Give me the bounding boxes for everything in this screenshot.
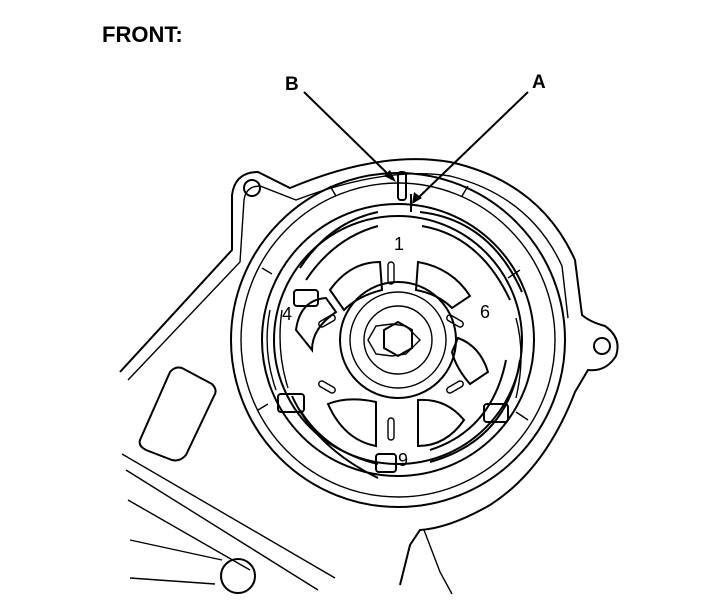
mark-1-label: 1 (394, 234, 404, 254)
spoke-window (414, 260, 472, 310)
spoke-window (417, 398, 466, 448)
callout-b-arrowhead (384, 170, 396, 182)
callout-a-label: A (532, 72, 546, 93)
center-bolt (363, 305, 433, 375)
inspection-window (138, 366, 217, 462)
timing-belt-cover (119, 158, 619, 595)
mark-6-label: 6 (480, 302, 490, 322)
callout-a-arrowhead (412, 192, 422, 204)
diagram-heading: FRONT: (102, 22, 183, 47)
mark-9-label: 9 (398, 450, 408, 470)
spoke-window (294, 296, 338, 353)
callout-a-leader (417, 91, 529, 199)
callout-b-leader (303, 91, 391, 177)
cover-bolt-hole-right (593, 337, 611, 355)
spoke-window (326, 398, 377, 448)
callout-b-label: B (285, 74, 299, 95)
cover-bolt-hole-left (243, 179, 261, 197)
mark-4-label: 4 (282, 304, 292, 324)
camshaft-pulley (230, 172, 566, 508)
timing-mark-pointer-b (397, 171, 407, 201)
spoke-window (450, 336, 490, 386)
spoke-window (328, 260, 384, 312)
tensioner-pulley (220, 558, 256, 594)
